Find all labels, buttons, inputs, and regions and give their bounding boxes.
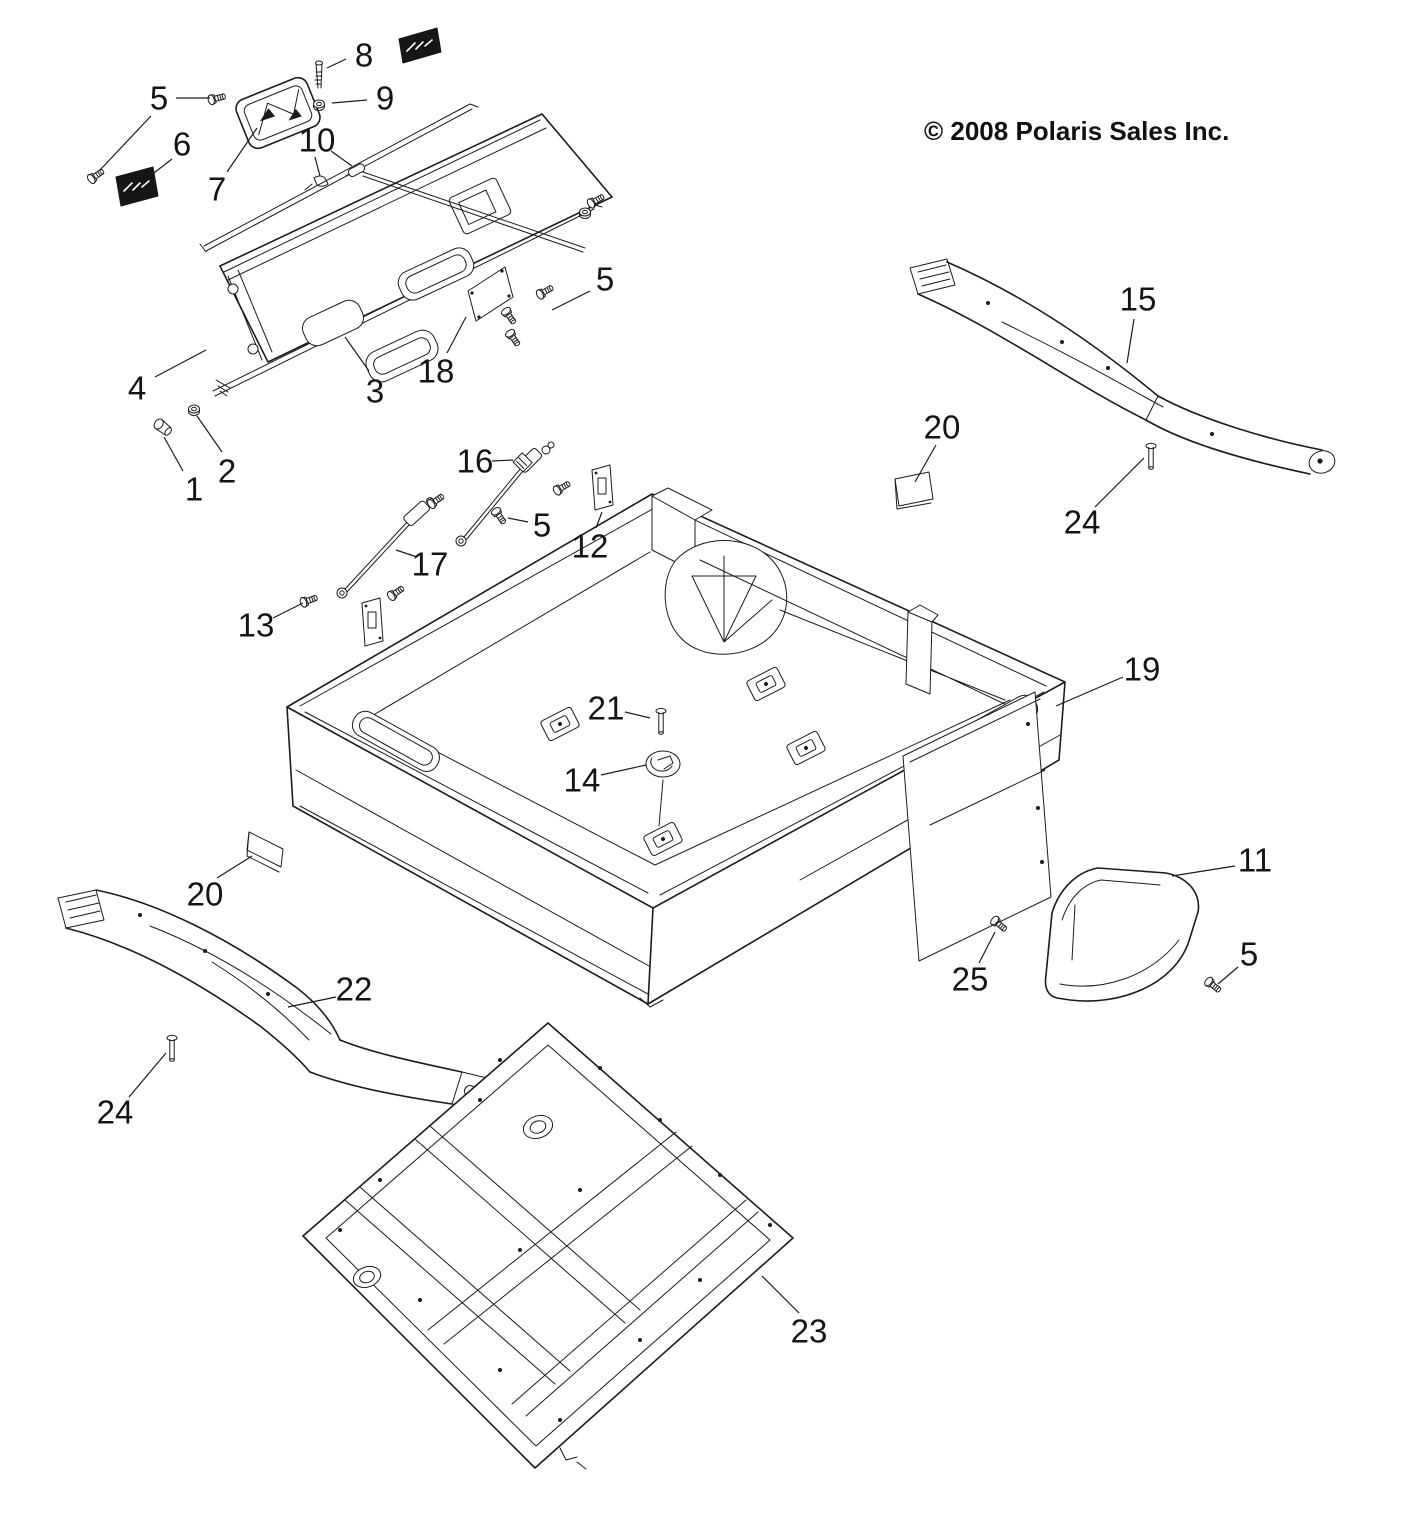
- callout-5: 5: [150, 80, 168, 117]
- callout-2: 2: [218, 453, 236, 490]
- bracket-bolt-drawing: [166, 1034, 178, 1062]
- callout-16: 16: [457, 443, 494, 480]
- cargo-box-drawing: [286, 487, 1066, 1008]
- callout-20: 20: [924, 409, 961, 446]
- callout-14: 14: [564, 762, 601, 799]
- callout-12: 12: [572, 528, 609, 565]
- callout-3: 3: [366, 373, 384, 410]
- callout-leader-6: [149, 158, 173, 177]
- callout-leader-13: [272, 602, 304, 619]
- screw-drawing: [1202, 975, 1224, 996]
- callout-leader-21: [624, 711, 651, 719]
- callout-leader-18: [446, 316, 467, 354]
- screw-drawing: [503, 327, 523, 349]
- callout-5: 5: [1240, 936, 1258, 973]
- callout-23: 23: [791, 1313, 828, 1350]
- screw-drawing: [534, 282, 556, 301]
- support-bracket-left-drawing: [57, 889, 488, 1111]
- callout-leader-20: [216, 855, 253, 879]
- callout-leader-5: [507, 517, 529, 523]
- callout-21: 21: [588, 690, 625, 727]
- tailgate-latch-handle-drawing: [235, 76, 321, 150]
- callout-leader-17: [395, 549, 418, 558]
- callout-1: 1: [185, 471, 203, 508]
- corner-cap-drawing: [1044, 867, 1200, 1002]
- callout-leader-8: [326, 58, 347, 69]
- callout-25: 25: [952, 961, 989, 998]
- callout-leader-1: [163, 436, 184, 472]
- tailgate-panel-drawing: [199, 103, 613, 397]
- callout-leader-23: [761, 1275, 800, 1314]
- bracket-bolt-drawing: [1145, 442, 1157, 470]
- callout-leader-5: [551, 290, 591, 311]
- callout-5: 5: [596, 261, 614, 298]
- strut-bracket-drawing: [591, 464, 614, 511]
- callout-leader-3: [344, 336, 370, 372]
- screw-drawing: [298, 592, 320, 609]
- screw-drawing: [385, 583, 407, 603]
- callout-leader-24: [1094, 457, 1145, 508]
- support-frame-drawing: [302, 1022, 794, 1470]
- callout-leader-9: [331, 99, 368, 104]
- callout-leader-16: [491, 459, 514, 462]
- callout-leader-7: [226, 127, 258, 173]
- pivot-bolt-drawing: [153, 418, 172, 436]
- callout-leader-2: [196, 415, 223, 453]
- callout-leader-11: [1171, 865, 1236, 877]
- pad-drawing: [246, 831, 284, 873]
- callout-leader-15: [1126, 318, 1135, 364]
- callout-24: 24: [1064, 504, 1101, 541]
- callout-leader-20: [914, 444, 937, 483]
- callout-24: 24: [97, 1094, 134, 1131]
- box-decal-upper-drawing: [398, 27, 442, 64]
- callout-leader-19: [1055, 676, 1124, 707]
- strut-bracket-drawing: [361, 597, 384, 647]
- callout-17: 17: [412, 546, 449, 583]
- callout-leader-10: [314, 156, 321, 177]
- callout-leader-5: [99, 115, 152, 171]
- pad-drawing: [894, 471, 934, 510]
- box-decal-drawing: [115, 166, 159, 207]
- copyright-text: © 2008 Polaris Sales Inc.: [924, 116, 1229, 146]
- callout-leader-12: [595, 511, 603, 529]
- callout-11: 11: [1238, 842, 1272, 879]
- access-plate-drawing: [467, 266, 514, 322]
- callout-leader-14: [600, 764, 647, 776]
- screw-drawing: [85, 166, 107, 186]
- callout-leader-22: [287, 996, 337, 1008]
- rod-clip-drawing: [304, 175, 329, 191]
- callout-5: 5: [533, 507, 551, 544]
- callout-15: 15: [1120, 281, 1157, 318]
- callout-18: 18: [418, 353, 455, 390]
- support-bracket-right-drawing: [909, 258, 1336, 475]
- screw-drawing: [489, 505, 509, 527]
- screw-drawing: [499, 305, 519, 327]
- callout-leader-5: [1217, 966, 1239, 985]
- hinge-pin-drawing: [314, 60, 323, 89]
- callout-13: 13: [238, 607, 275, 644]
- pivot-nut-drawing: [188, 404, 200, 416]
- callout-19: 19: [1124, 651, 1161, 688]
- floor-latch-drawing: [645, 750, 681, 827]
- nut-drawing: [579, 207, 591, 219]
- screw-drawing: [551, 478, 573, 497]
- callout-8: 8: [355, 37, 373, 74]
- callout-10: 10: [299, 122, 336, 159]
- callout-20: 20: [187, 876, 224, 913]
- callout-4: 4: [128, 370, 146, 407]
- rod-end-drawing: [345, 163, 366, 178]
- callout-leader-24: [128, 1052, 167, 1098]
- callout-leader-25: [978, 931, 996, 964]
- callout-9: 9: [376, 80, 394, 117]
- callout-7: 7: [208, 171, 226, 208]
- callout-leader-10: [330, 150, 353, 167]
- callout-leader-4: [154, 349, 207, 378]
- hinge-nut-drawing: [313, 99, 325, 111]
- callout-6: 6: [173, 126, 191, 163]
- callout-22: 22: [336, 971, 373, 1008]
